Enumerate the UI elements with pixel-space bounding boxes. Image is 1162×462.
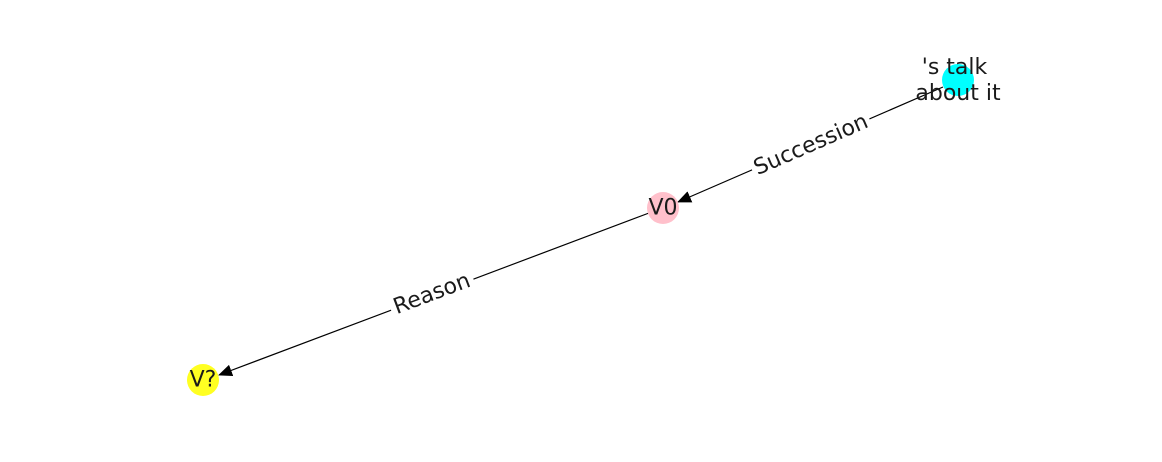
edge-reason-label: Reason [390,268,474,320]
edge-succession-label: Succession [750,109,872,181]
node-talk-about-it: 's talk about it [915,55,1001,106]
node-v0: V0 [647,192,679,224]
edge-succession: Succession [677,86,944,203]
node-talk-about-it-line1: 's talk [922,55,988,80]
node-talk-about-it-line2: about it [915,81,1001,106]
node-v-unknown-circle [187,364,219,396]
node-talk-about-it-label: 's talk about it [915,55,1001,106]
node-v-unknown: V? [187,364,219,396]
edge-reason-label-bg [385,264,479,324]
node-v0-circle [647,192,679,224]
node-talk-about-it-circle [942,64,974,96]
node-v0-label: V0 [648,196,677,221]
node-v-unknown-label: V? [190,368,217,393]
edge-succession-label-bg [746,105,876,185]
edge-reason: Reason [218,212,650,377]
